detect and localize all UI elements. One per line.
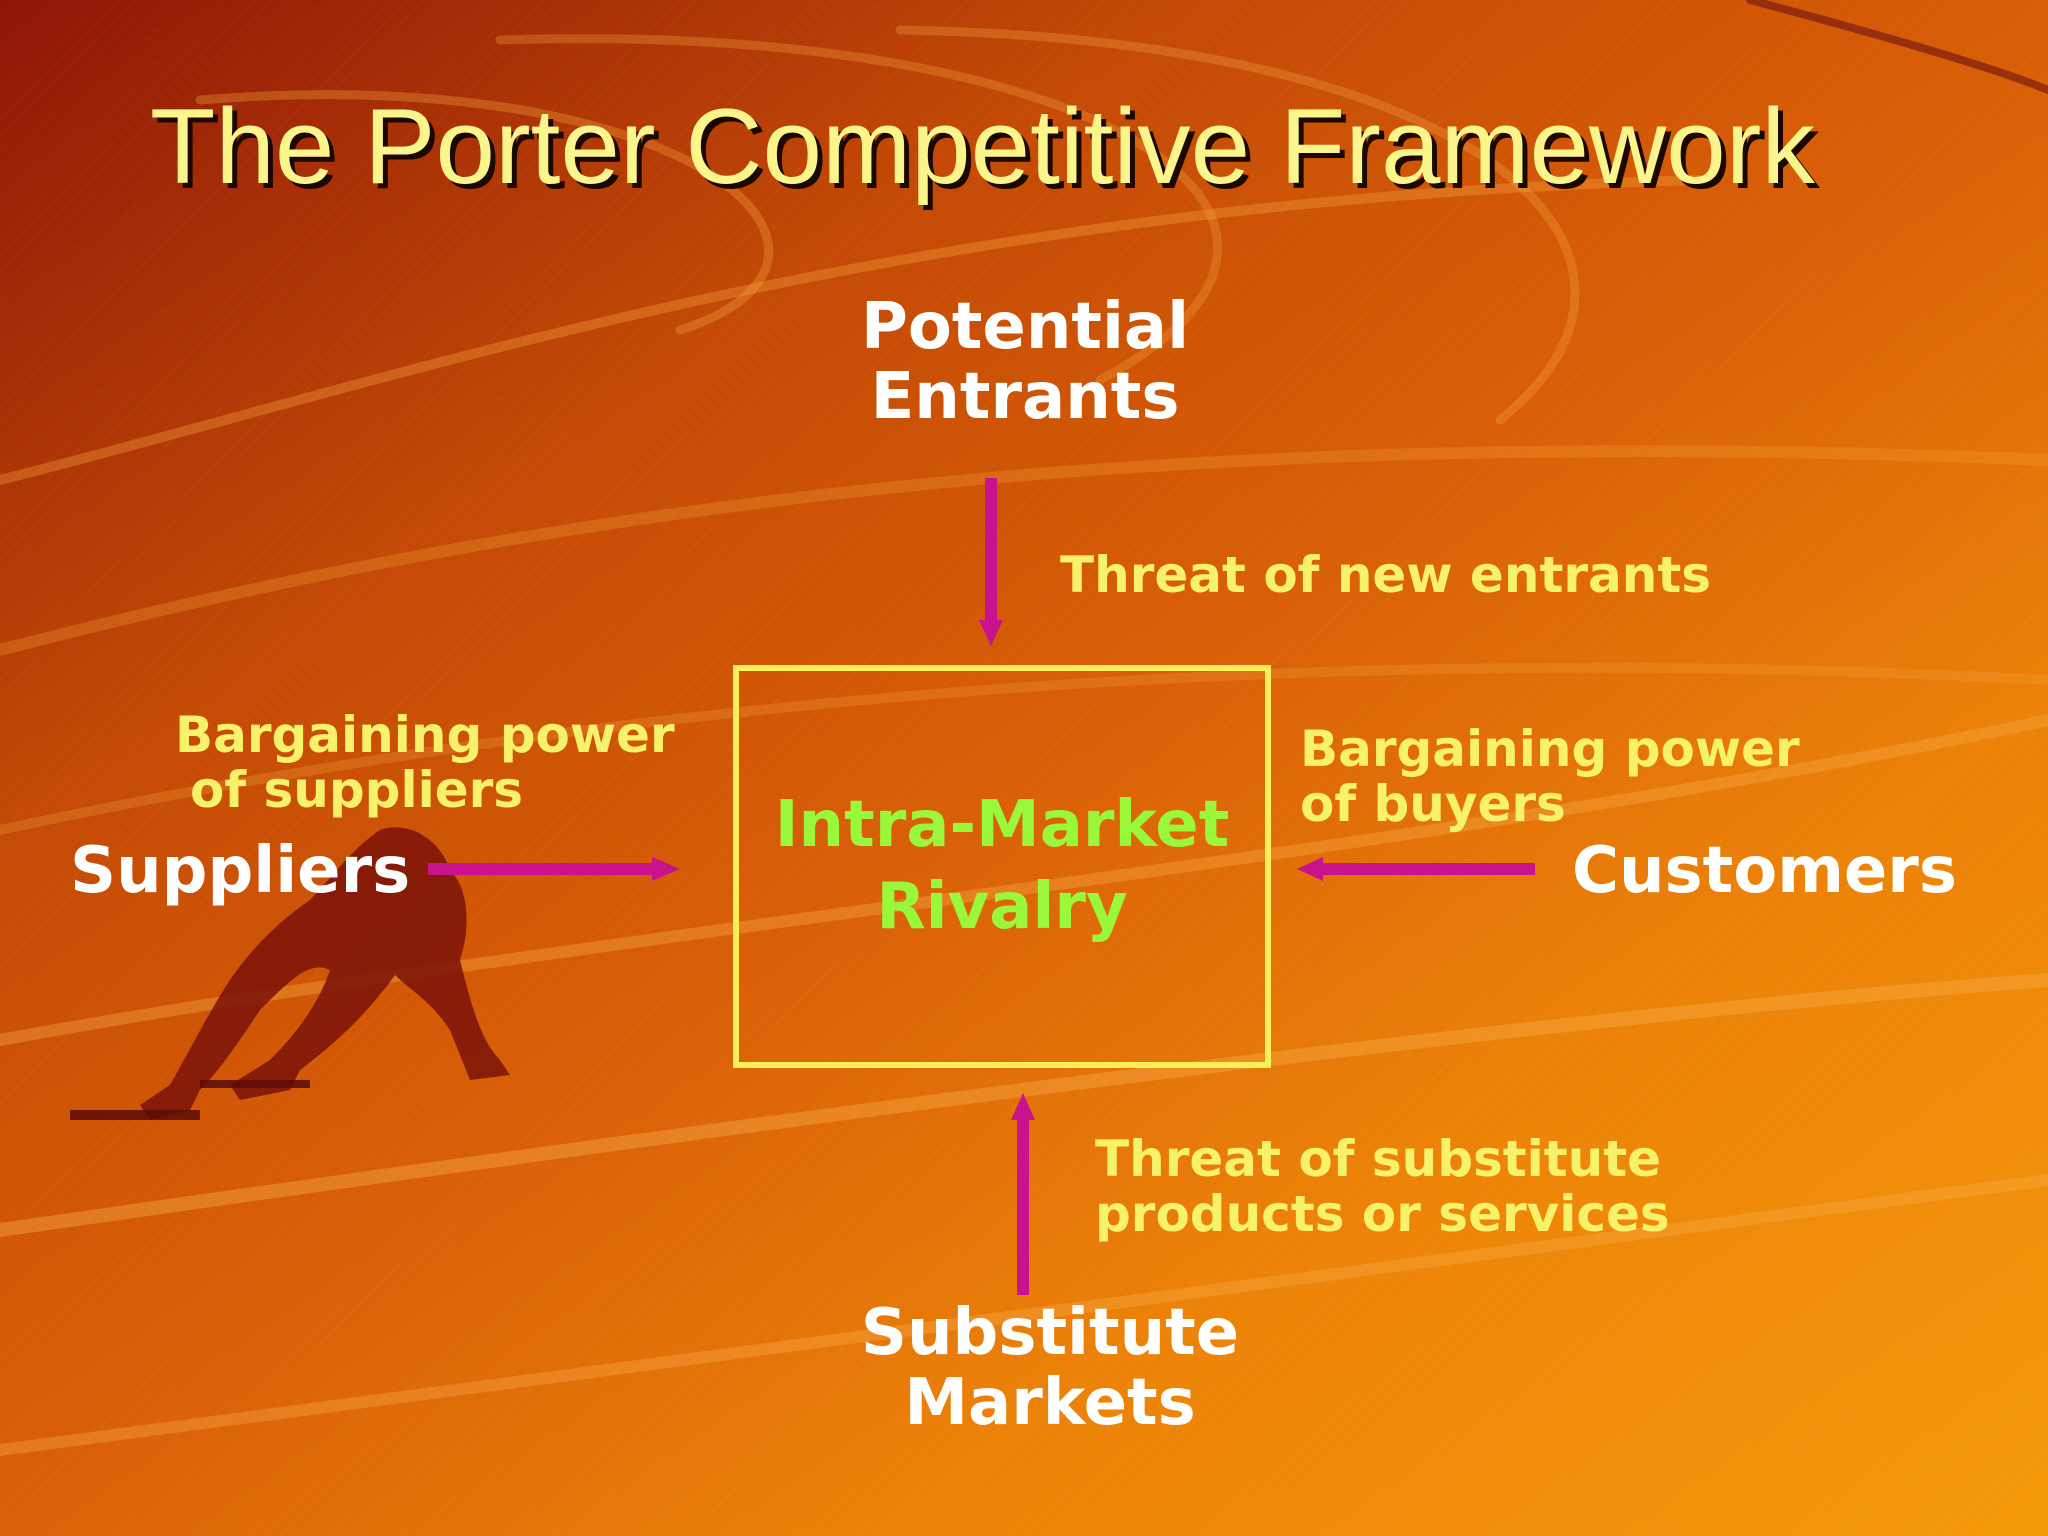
threat-substitutes-line2: products or services — [1095, 1185, 1670, 1243]
threat-new-entrants-line1: Threat of new entrants — [1060, 546, 1712, 604]
arrow-entrants-to-rivalry — [979, 478, 1003, 646]
potential-entrants-line2: Entrants — [870, 360, 1180, 435]
arrow-substitutes-to-rivalry — [1011, 1093, 1035, 1295]
sprinter-silhouette — [70, 827, 510, 1120]
track-lines — [0, 0, 2048, 1456]
buyer-power-line2: of buyers — [1300, 775, 1566, 833]
suppliers-label: Suppliers — [70, 834, 411, 908]
supplier-power-label: Bargaining power of suppliers — [175, 708, 675, 818]
suppliers-node: Suppliers — [70, 834, 411, 908]
buyer-power-label: Bargaining power of buyers — [1300, 722, 1800, 832]
threat-substitutes-label: Threat of substitute products or service… — [1095, 1132, 1670, 1242]
supplier-power-line2: of suppliers — [190, 761, 524, 819]
rivalry-line1: Intra-Market — [774, 788, 1230, 863]
threat-substitutes-line1: Threat of substitute — [1095, 1130, 1662, 1188]
substitute-markets-node: Substitute Markets — [850, 1298, 1250, 1439]
buyer-power-line1: Bargaining power — [1300, 720, 1800, 778]
substitute-markets-line2: Markets — [904, 1366, 1196, 1441]
supplier-power-line1: Bargaining power — [175, 706, 675, 764]
substitute-markets-line1: Substitute — [860, 1296, 1240, 1370]
intra-market-rivalry-box: Intra-Market Rivalry — [733, 665, 1271, 1068]
customers-label: Customers — [1572, 834, 1957, 908]
slide-title: The Porter Competitive Framework — [150, 86, 1815, 206]
potential-entrants-node: Potential Entrants — [825, 292, 1225, 433]
arrow-customers-to-rivalry — [1297, 857, 1535, 881]
rivalry-line2: Rivalry — [876, 869, 1128, 944]
customers-node: Customers — [1572, 834, 1957, 908]
arrow-suppliers-to-rivalry — [428, 857, 680, 881]
intra-market-rivalry-text: Intra-Market Rivalry — [775, 785, 1230, 948]
threat-new-entrants-label: Threat of new entrants — [1060, 548, 1711, 603]
potential-entrants-line1: Potential — [860, 290, 1190, 364]
